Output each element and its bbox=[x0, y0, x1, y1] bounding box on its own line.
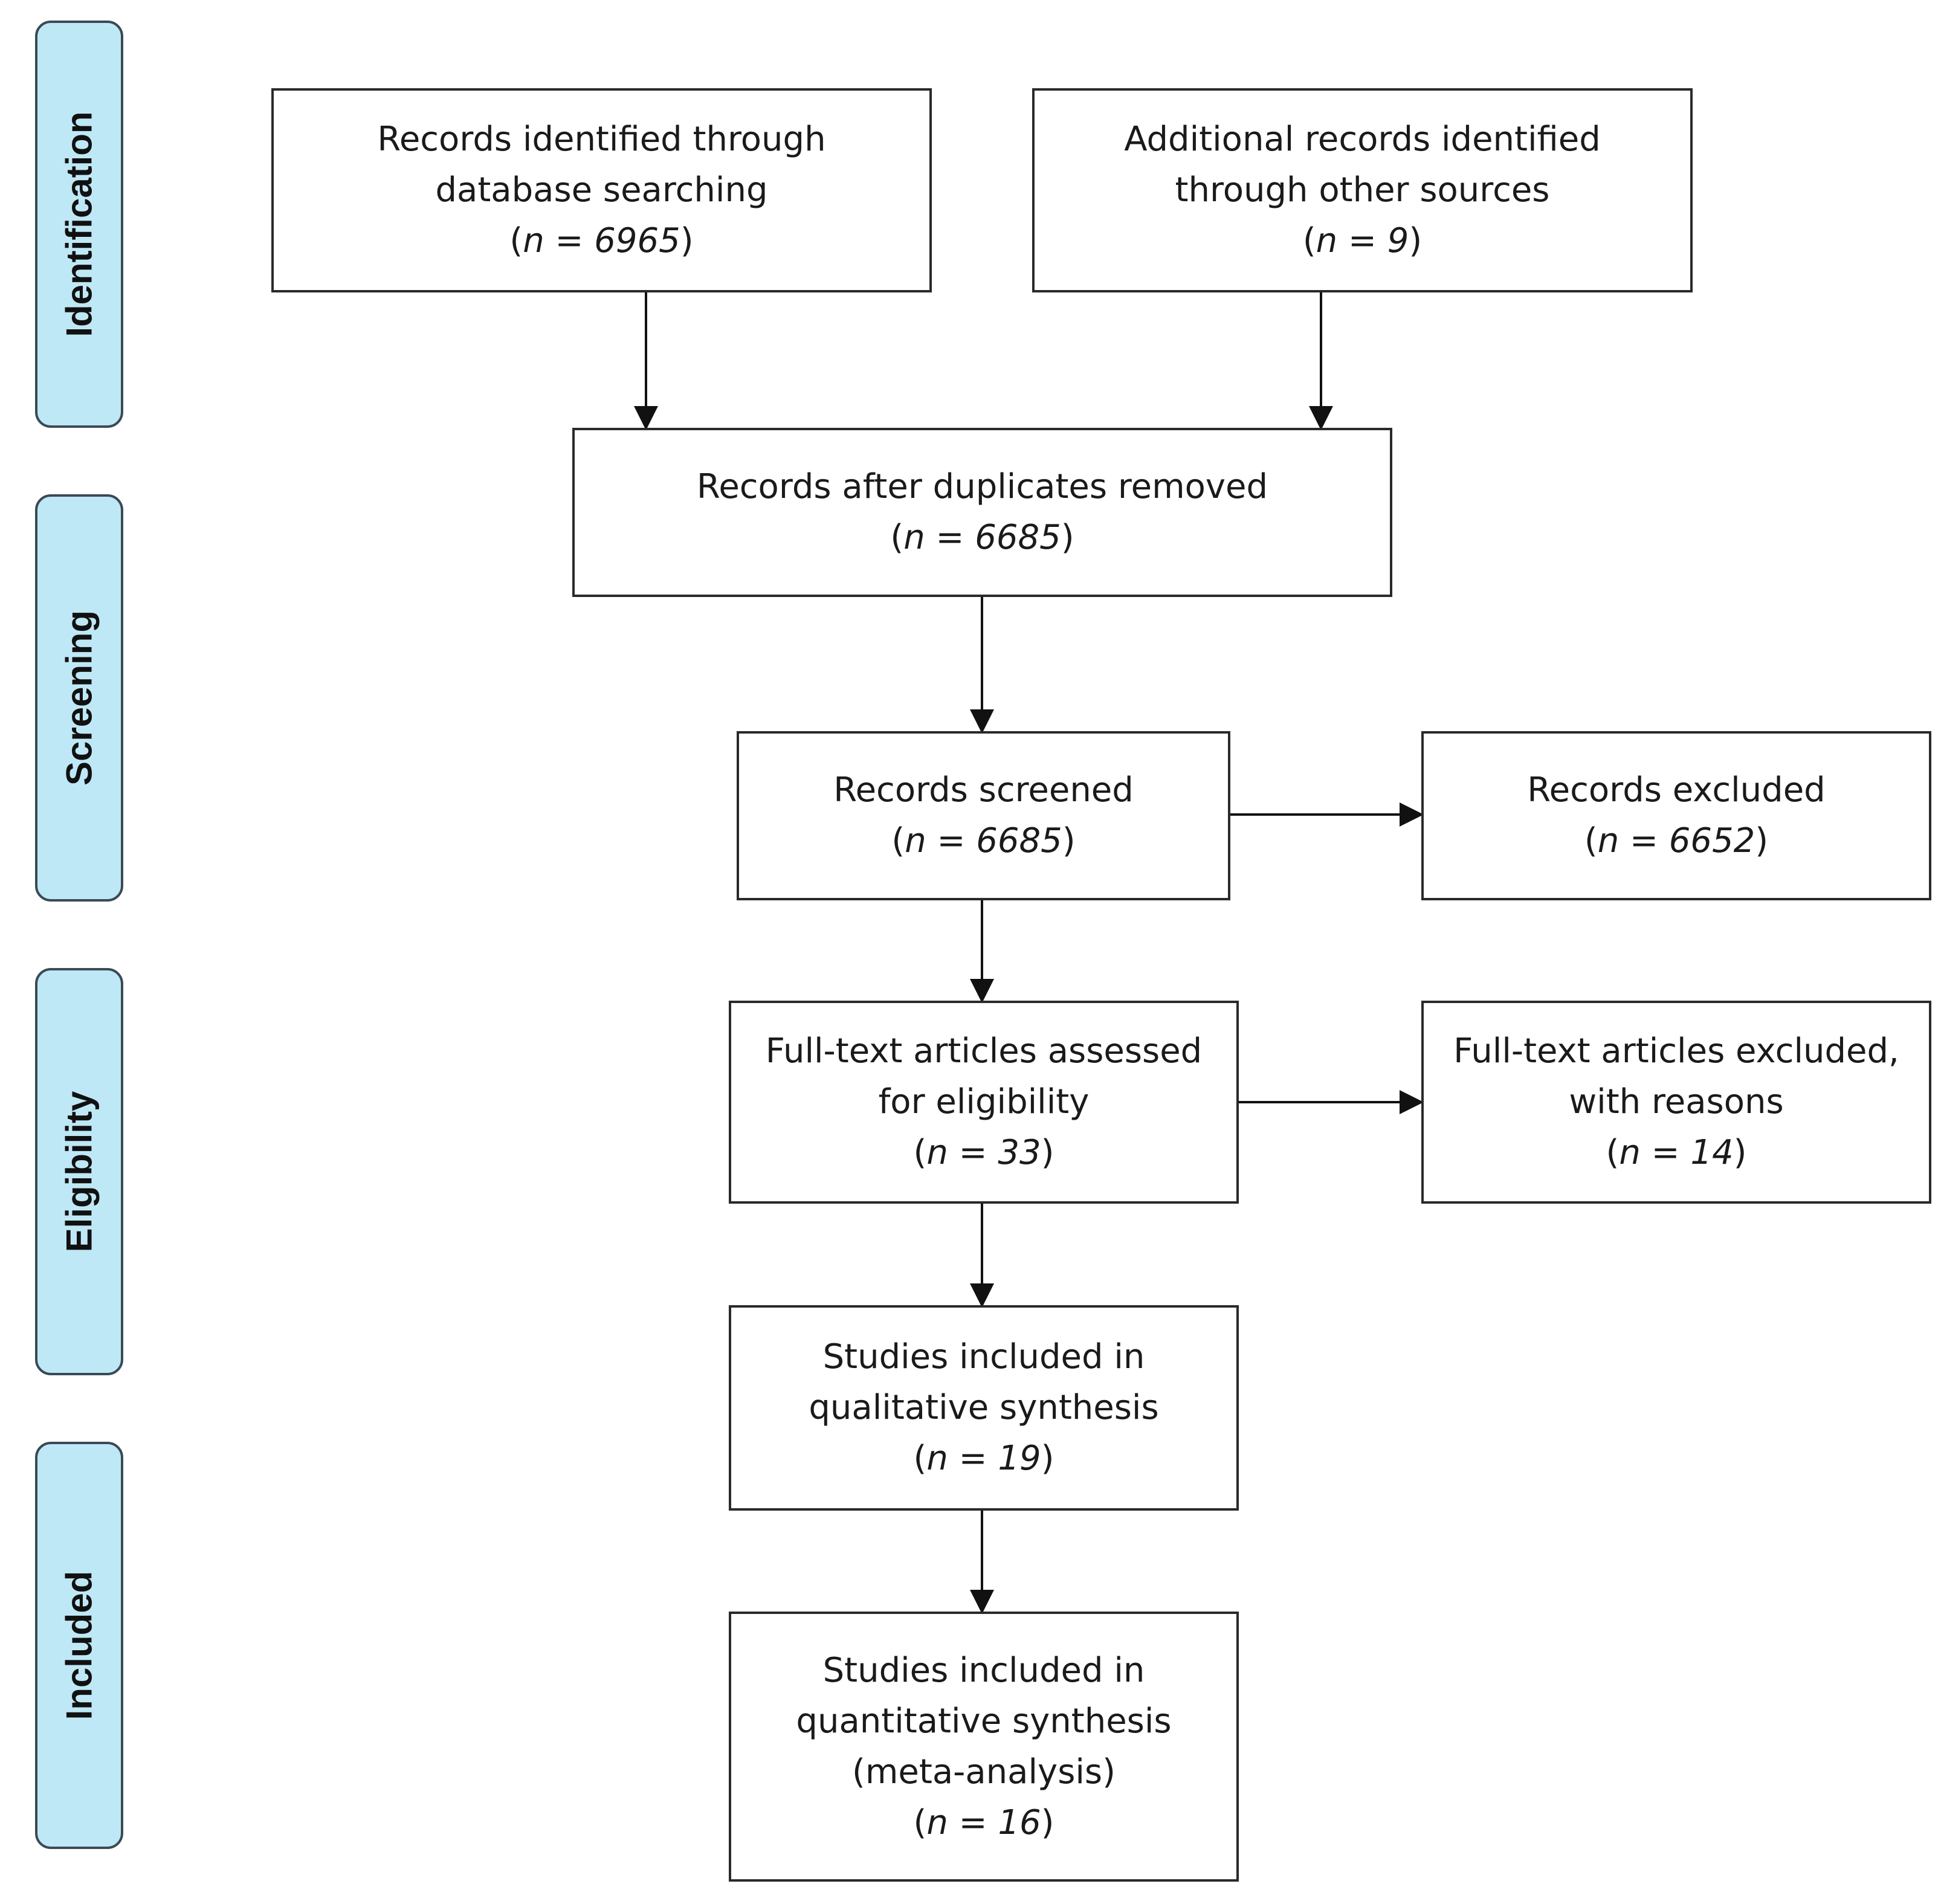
records-screened-n-value: 6685 bbox=[976, 821, 1062, 860]
database-search-line-2: database searching bbox=[435, 170, 768, 210]
box-records-screened: Records screened (n = 6685) bbox=[737, 731, 1230, 900]
quantitative-line-3: (meta-analysis) bbox=[852, 1752, 1116, 1792]
qualitative-n-value: 19 bbox=[998, 1439, 1041, 1478]
box-other-sources: Additional records identified through ot… bbox=[1032, 88, 1693, 292]
full-text-assessed-n: n = bbox=[926, 1133, 998, 1172]
after-duplicates-n: n = bbox=[903, 518, 975, 557]
other-sources-count: (n = 9) bbox=[1302, 221, 1423, 260]
quantitative-n-value: 16 bbox=[998, 1802, 1041, 1842]
quantitative-n: n = bbox=[926, 1802, 998, 1842]
box-records-excluded: Records excluded (n = 6652) bbox=[1421, 731, 1931, 900]
records-excluded-n-value: 6652 bbox=[1668, 821, 1755, 860]
database-search-n: n = bbox=[523, 221, 595, 260]
box-full-text-excluded: Full-text articles excluded, with reason… bbox=[1421, 1001, 1931, 1204]
quantitative-line-1: Studies included in bbox=[822, 1650, 1145, 1690]
full-text-excluded-line-2: with reasons bbox=[1569, 1082, 1784, 1121]
quantitative-line-2: quantitative synthesis bbox=[796, 1701, 1172, 1741]
database-search-n-value: 6965 bbox=[594, 221, 680, 260]
qualitative-count: (n = 19) bbox=[913, 1439, 1054, 1478]
full-text-assessed-n-value: 33 bbox=[998, 1133, 1041, 1172]
records-screened-line-1: Records screened bbox=[833, 770, 1134, 810]
records-screened-count: (n = 6685) bbox=[891, 821, 1076, 860]
phase-screening: Screening bbox=[35, 494, 123, 902]
other-sources-line-1: Additional records identified bbox=[1124, 120, 1601, 159]
full-text-excluded-count: (n = 14) bbox=[1606, 1133, 1747, 1172]
qualitative-n: n = bbox=[926, 1439, 998, 1478]
qualitative-line-1: Studies included in bbox=[822, 1337, 1145, 1376]
records-screened-n: n = bbox=[905, 821, 977, 860]
qualitative-line-2: qualitative synthesis bbox=[809, 1388, 1159, 1427]
phase-identification: Identification bbox=[35, 21, 123, 428]
quantitative-count: (n = 16) bbox=[913, 1802, 1054, 1842]
other-sources-n: n = bbox=[1316, 221, 1387, 260]
phase-included: Included bbox=[35, 1442, 123, 1849]
other-sources-n-value: 9 bbox=[1387, 221, 1409, 260]
database-search-line-1: Records identified through bbox=[377, 120, 826, 159]
phase-included-label: Included bbox=[59, 1570, 100, 1720]
after-duplicates-n-value: 6685 bbox=[975, 518, 1061, 557]
full-text-assessed-line-1: Full-text articles assessed bbox=[765, 1031, 1203, 1071]
records-excluded-count: (n = 6652) bbox=[1584, 821, 1769, 860]
box-qualitative-synthesis: Studies included in qualitative synthesi… bbox=[729, 1305, 1239, 1511]
phase-eligibility: Eligibility bbox=[35, 968, 123, 1375]
database-search-count: (n = 6965) bbox=[509, 221, 694, 260]
records-excluded-line-1: Records excluded bbox=[1527, 770, 1826, 810]
records-excluded-n: n = bbox=[1597, 821, 1669, 860]
other-sources-line-2: through other sources bbox=[1175, 170, 1550, 210]
box-full-text-assessed: Full-text articles assessed for eligibil… bbox=[729, 1001, 1239, 1204]
full-text-assessed-count: (n = 33) bbox=[913, 1133, 1054, 1172]
phase-identification-label: Identification bbox=[59, 111, 100, 337]
box-database-search: Records identified through database sear… bbox=[271, 88, 932, 292]
full-text-excluded-n-value: 14 bbox=[1690, 1133, 1734, 1172]
after-duplicates-line-1: Records after duplicates removed bbox=[696, 467, 1268, 506]
phase-screening-label: Screening bbox=[59, 610, 100, 786]
box-after-duplicates: Records after duplicates removed (n = 66… bbox=[572, 428, 1392, 597]
full-text-excluded-n: n = bbox=[1619, 1133, 1691, 1172]
box-quantitative-synthesis: Studies included in quantitative synthes… bbox=[729, 1612, 1239, 1882]
after-duplicates-count: (n = 6685) bbox=[890, 518, 1074, 557]
phase-eligibility-label: Eligibility bbox=[59, 1091, 100, 1253]
full-text-excluded-line-1: Full-text articles excluded, bbox=[1453, 1031, 1899, 1071]
full-text-assessed-line-2: for eligibility bbox=[878, 1082, 1090, 1121]
